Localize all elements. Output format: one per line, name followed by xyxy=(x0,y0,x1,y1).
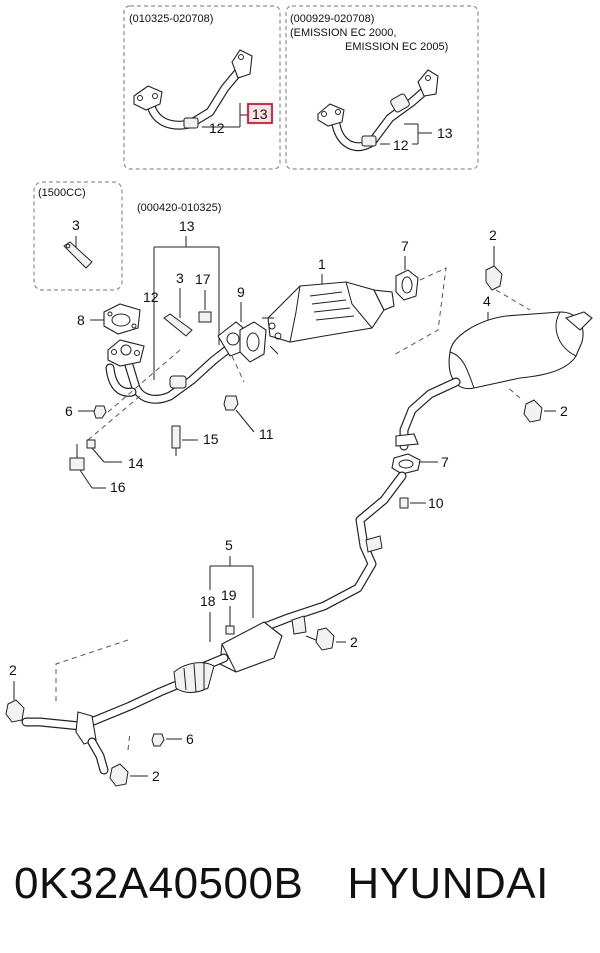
label-10: 10 xyxy=(428,495,444,511)
label-2: 2 xyxy=(152,768,160,784)
label-13: 13 xyxy=(437,125,453,141)
label-14: 14 xyxy=(128,455,144,471)
variant-box-010325: (010325-020708) 12 13 xyxy=(123,5,281,170)
label-7: 7 xyxy=(401,238,409,254)
variant-box-1500cc: (1500CC) 3 xyxy=(33,181,123,291)
label-16: 16 xyxy=(110,479,126,495)
label-2: 2 xyxy=(350,634,358,650)
highlight-box-13[interactable] xyxy=(247,103,273,124)
rear-muffler-group: 2 4 2 7 10 xyxy=(391,227,593,511)
part-footer: 0K32A40500B HYUNDAI xyxy=(14,852,594,916)
label-12: 12 xyxy=(393,137,409,153)
label-2: 2 xyxy=(489,227,497,243)
callout-date-range: (000929-020708) xyxy=(290,13,374,25)
callout-emission-2005: EMISSION EC 2005) xyxy=(345,41,448,53)
callout-engine: (1500CC) xyxy=(38,187,86,199)
center-pipe-group: 5 18 19 2 xyxy=(75,471,407,731)
callout-emission-2000: (EMISSION EC 2000, xyxy=(290,27,396,39)
callout-date-range: (010325-020708) xyxy=(129,13,213,25)
label-3: 3 xyxy=(72,217,80,233)
label-18: 18 xyxy=(200,593,216,609)
label-11: 11 xyxy=(259,426,274,442)
part-number: 0K32A40500B xyxy=(14,859,304,908)
label-12: 12 xyxy=(143,289,159,305)
label-13-highlighted: 13 xyxy=(252,106,268,122)
label-15: 15 xyxy=(203,431,219,447)
variant-box-000929: (000929-020708) (EMISSION EC 2000, EMISS… xyxy=(285,5,479,170)
brand-name: HYUNDAI xyxy=(347,859,549,908)
catalytic-converter-group: 9 11 1 7 xyxy=(223,238,447,442)
label-6: 6 xyxy=(65,403,73,419)
label-1: 1 xyxy=(318,256,326,272)
label-5: 5 xyxy=(225,537,233,553)
label-8: 8 xyxy=(77,312,85,328)
front-pipe-group: (000420-010325) 13 12 3 17 8 6 15 xyxy=(65,202,249,495)
label-2: 2 xyxy=(560,403,568,419)
label-17: 17 xyxy=(195,271,211,287)
label-9: 9 xyxy=(237,284,245,300)
callout-date-range: (000420-010325) xyxy=(137,202,221,214)
label-3: 3 xyxy=(176,270,184,286)
label-7: 7 xyxy=(441,454,449,470)
label-2: 2 xyxy=(9,662,17,678)
rear-left-group: 2 6 2 xyxy=(5,639,194,787)
label-6: 6 xyxy=(186,731,194,747)
label-4: 4 xyxy=(483,293,491,309)
label-13: 13 xyxy=(179,218,195,234)
label-19: 19 xyxy=(221,587,237,603)
label-12: 12 xyxy=(209,120,225,136)
